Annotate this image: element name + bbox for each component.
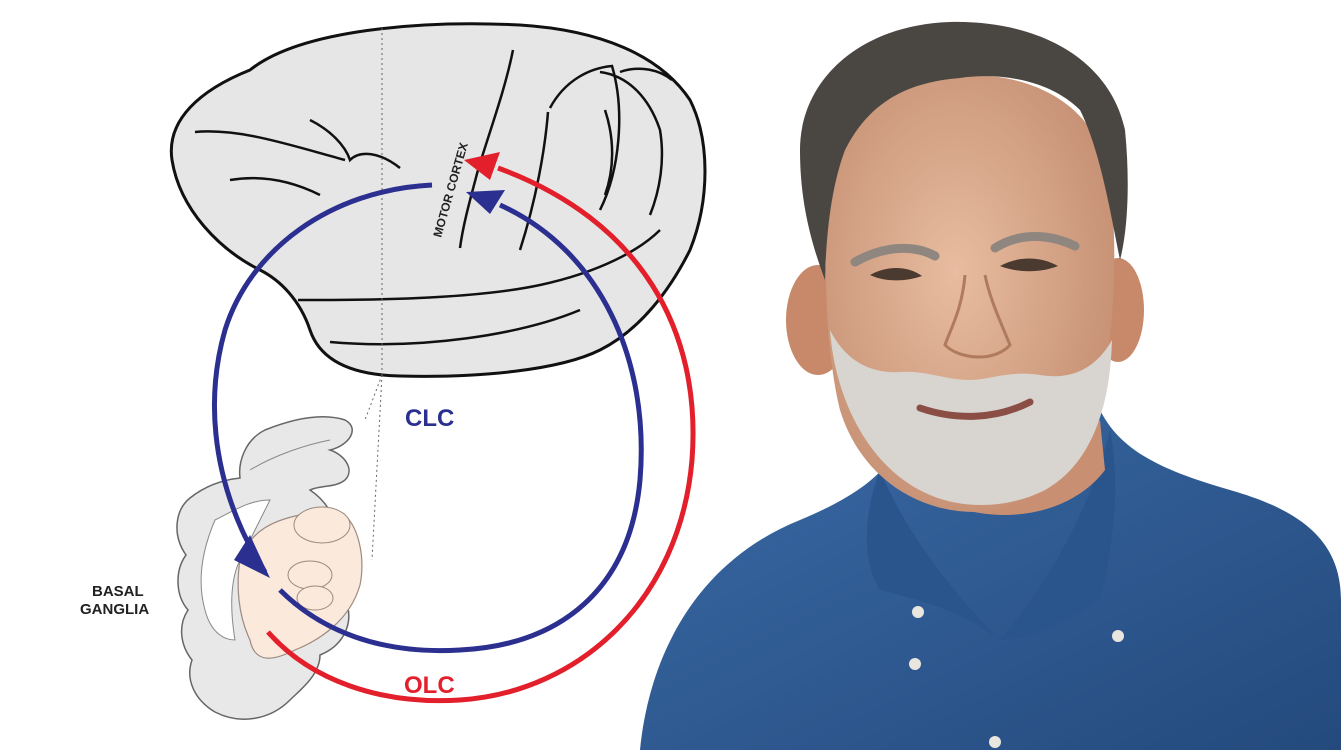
olc-arrowhead-cortex xyxy=(464,152,500,180)
brain-outline xyxy=(169,22,707,378)
basal-ganglia-label-line1: BASAL xyxy=(92,583,144,600)
olc-loop xyxy=(266,152,696,704)
clc-arrowhead-cortex xyxy=(466,190,505,214)
portrait-photo xyxy=(640,21,1341,750)
olc-label: OLC xyxy=(404,672,455,699)
clc-label: CLC xyxy=(405,405,454,432)
hair xyxy=(800,21,1128,281)
basal-ganglia-label-line2: GANGLIA xyxy=(80,601,149,618)
denim-shirt xyxy=(640,410,1341,750)
cortex-illustration xyxy=(169,22,707,561)
clc-arrowhead-basal xyxy=(234,535,270,578)
basal-ganglia-slice xyxy=(176,415,363,720)
clc-loop xyxy=(212,182,644,654)
